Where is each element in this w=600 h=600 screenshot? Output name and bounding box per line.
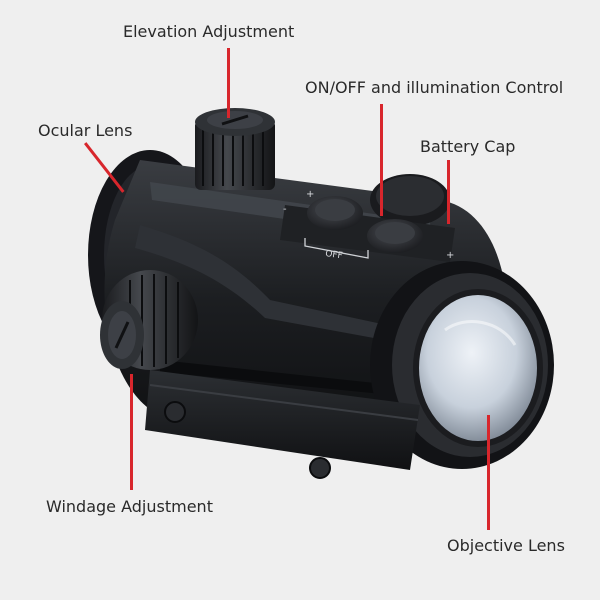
plus-marking-left: +: [306, 189, 314, 200]
rail-mount: [145, 370, 420, 479]
windage-leader: [130, 374, 133, 490]
label-battery-cap: Battery Cap: [420, 137, 516, 156]
windage-turret: [100, 270, 198, 370]
plus-marking-right: +: [446, 250, 454, 261]
battery-leader: [447, 160, 450, 224]
label-objective-lens: Objective Lens: [447, 536, 565, 555]
mount-screw-right: [309, 457, 331, 479]
label-ocular-lens: Ocular Lens: [38, 121, 133, 140]
label-power-control: ON/OFF and illumination Control: [305, 78, 564, 97]
minus-marking: -: [283, 204, 287, 215]
control-panel: OFF + - +: [280, 189, 455, 262]
label-elevation-adjustment: Elevation Adjustment: [123, 22, 295, 41]
power-leader: [380, 104, 383, 216]
label-windage-adjustment: Windage Adjustment: [46, 497, 213, 516]
elevation-turret: [195, 108, 275, 190]
mount-screw-left: [164, 401, 186, 423]
elevation-leader: [227, 48, 230, 118]
battery-cap: [370, 174, 450, 226]
objective-leader: [487, 415, 490, 530]
off-marking: OFF: [325, 249, 344, 261]
